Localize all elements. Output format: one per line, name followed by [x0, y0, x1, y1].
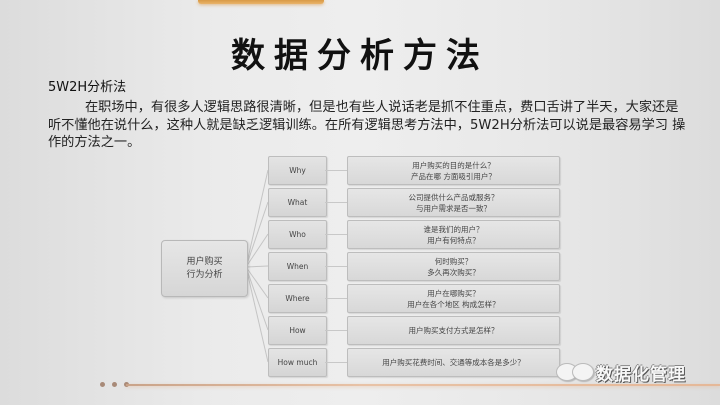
branch-who: Who	[268, 220, 327, 249]
top-accent-bar	[198, 0, 324, 4]
detail-line-1: 用户购买花费时间、交通等成本各是多少？	[382, 358, 525, 367]
detail-how-much: 用户购买花费时间、交通等成本各是多少？	[347, 348, 560, 377]
detail-what: 公司提供什么产品或服务？ 与用户需求是否一致？	[347, 188, 560, 217]
detail-line-2: 多久再次购买？	[427, 267, 480, 277]
branch-label: How	[289, 326, 306, 335]
branch-where: Where	[268, 284, 327, 313]
root-line-1: 用户购买	[186, 256, 223, 267]
branch-connector	[325, 266, 347, 267]
branch-label: When	[286, 262, 309, 271]
branch-label: Why	[289, 166, 306, 175]
footer-dot	[112, 382, 117, 387]
section-subtitle: 5W2H分析法	[48, 80, 127, 95]
watermark: 数据化管理	[556, 359, 686, 385]
branch-label: What	[287, 198, 308, 207]
detail-who: 谁是我们的用户？ 用户有何特点？	[347, 220, 560, 249]
wechat-icon	[572, 363, 594, 381]
page-title: 数据分析方法	[231, 36, 489, 76]
branch-connector	[325, 362, 347, 363]
detail-how: 用户购买支付方式是怎样？	[347, 316, 560, 345]
detail-line-1: 用户在哪购买？	[427, 288, 480, 298]
root-line-2: 行为分析	[186, 269, 223, 280]
branch-connector	[325, 298, 347, 299]
detail-line-1: 谁是我们的用户？	[423, 224, 484, 234]
detail-line-1: 公司提供什么产品或服务？	[408, 192, 499, 202]
detail-line-2: 用户有何特点？	[427, 235, 480, 245]
branch-connector	[325, 170, 347, 171]
branch-why: Why	[268, 156, 327, 185]
root-node: 用户购买 行为分析	[161, 240, 248, 297]
detail-when: 何时购买？ 多久再次购买？	[347, 252, 560, 281]
intro-paragraph: 在职场中，有很多人逻辑思路很清晰，但是也有些人说话老是抓不住重点，费口舌讲了半天…	[48, 100, 686, 150]
detail-line-1: 用户购买的目的是什么？	[412, 160, 495, 170]
branch-connector	[325, 202, 347, 203]
branch-how: How	[268, 316, 327, 345]
detail-line-2: 产品在哪 方面吸引用户？	[411, 171, 496, 181]
watermark-text: 数据化管理	[596, 364, 686, 385]
branch-label: Who	[289, 230, 306, 239]
detail-why: 用户购买的目的是什么？ 产品在哪 方面吸引用户？	[347, 156, 560, 185]
branch-when: When	[268, 252, 327, 281]
detail-line-1: 用户购买支付方式是怎样？	[408, 326, 499, 335]
branch-label: Where	[285, 294, 310, 303]
footer-dot	[100, 382, 105, 387]
branch-connector	[325, 234, 347, 235]
branch-what: What	[268, 188, 327, 217]
branch-how-much: How much	[268, 348, 327, 377]
footer-line	[126, 384, 720, 386]
detail-line-1: 何时购买？	[434, 256, 473, 266]
detail-line-2: 与用户需求是否一致？	[416, 203, 491, 213]
branch-label: How much	[277, 358, 318, 367]
branch-connector	[325, 330, 347, 331]
detail-line-2: 用户在各个地区 构成怎样？	[407, 299, 500, 309]
detail-where: 用户在哪购买？ 用户在各个地区 构成怎样？	[347, 284, 560, 313]
